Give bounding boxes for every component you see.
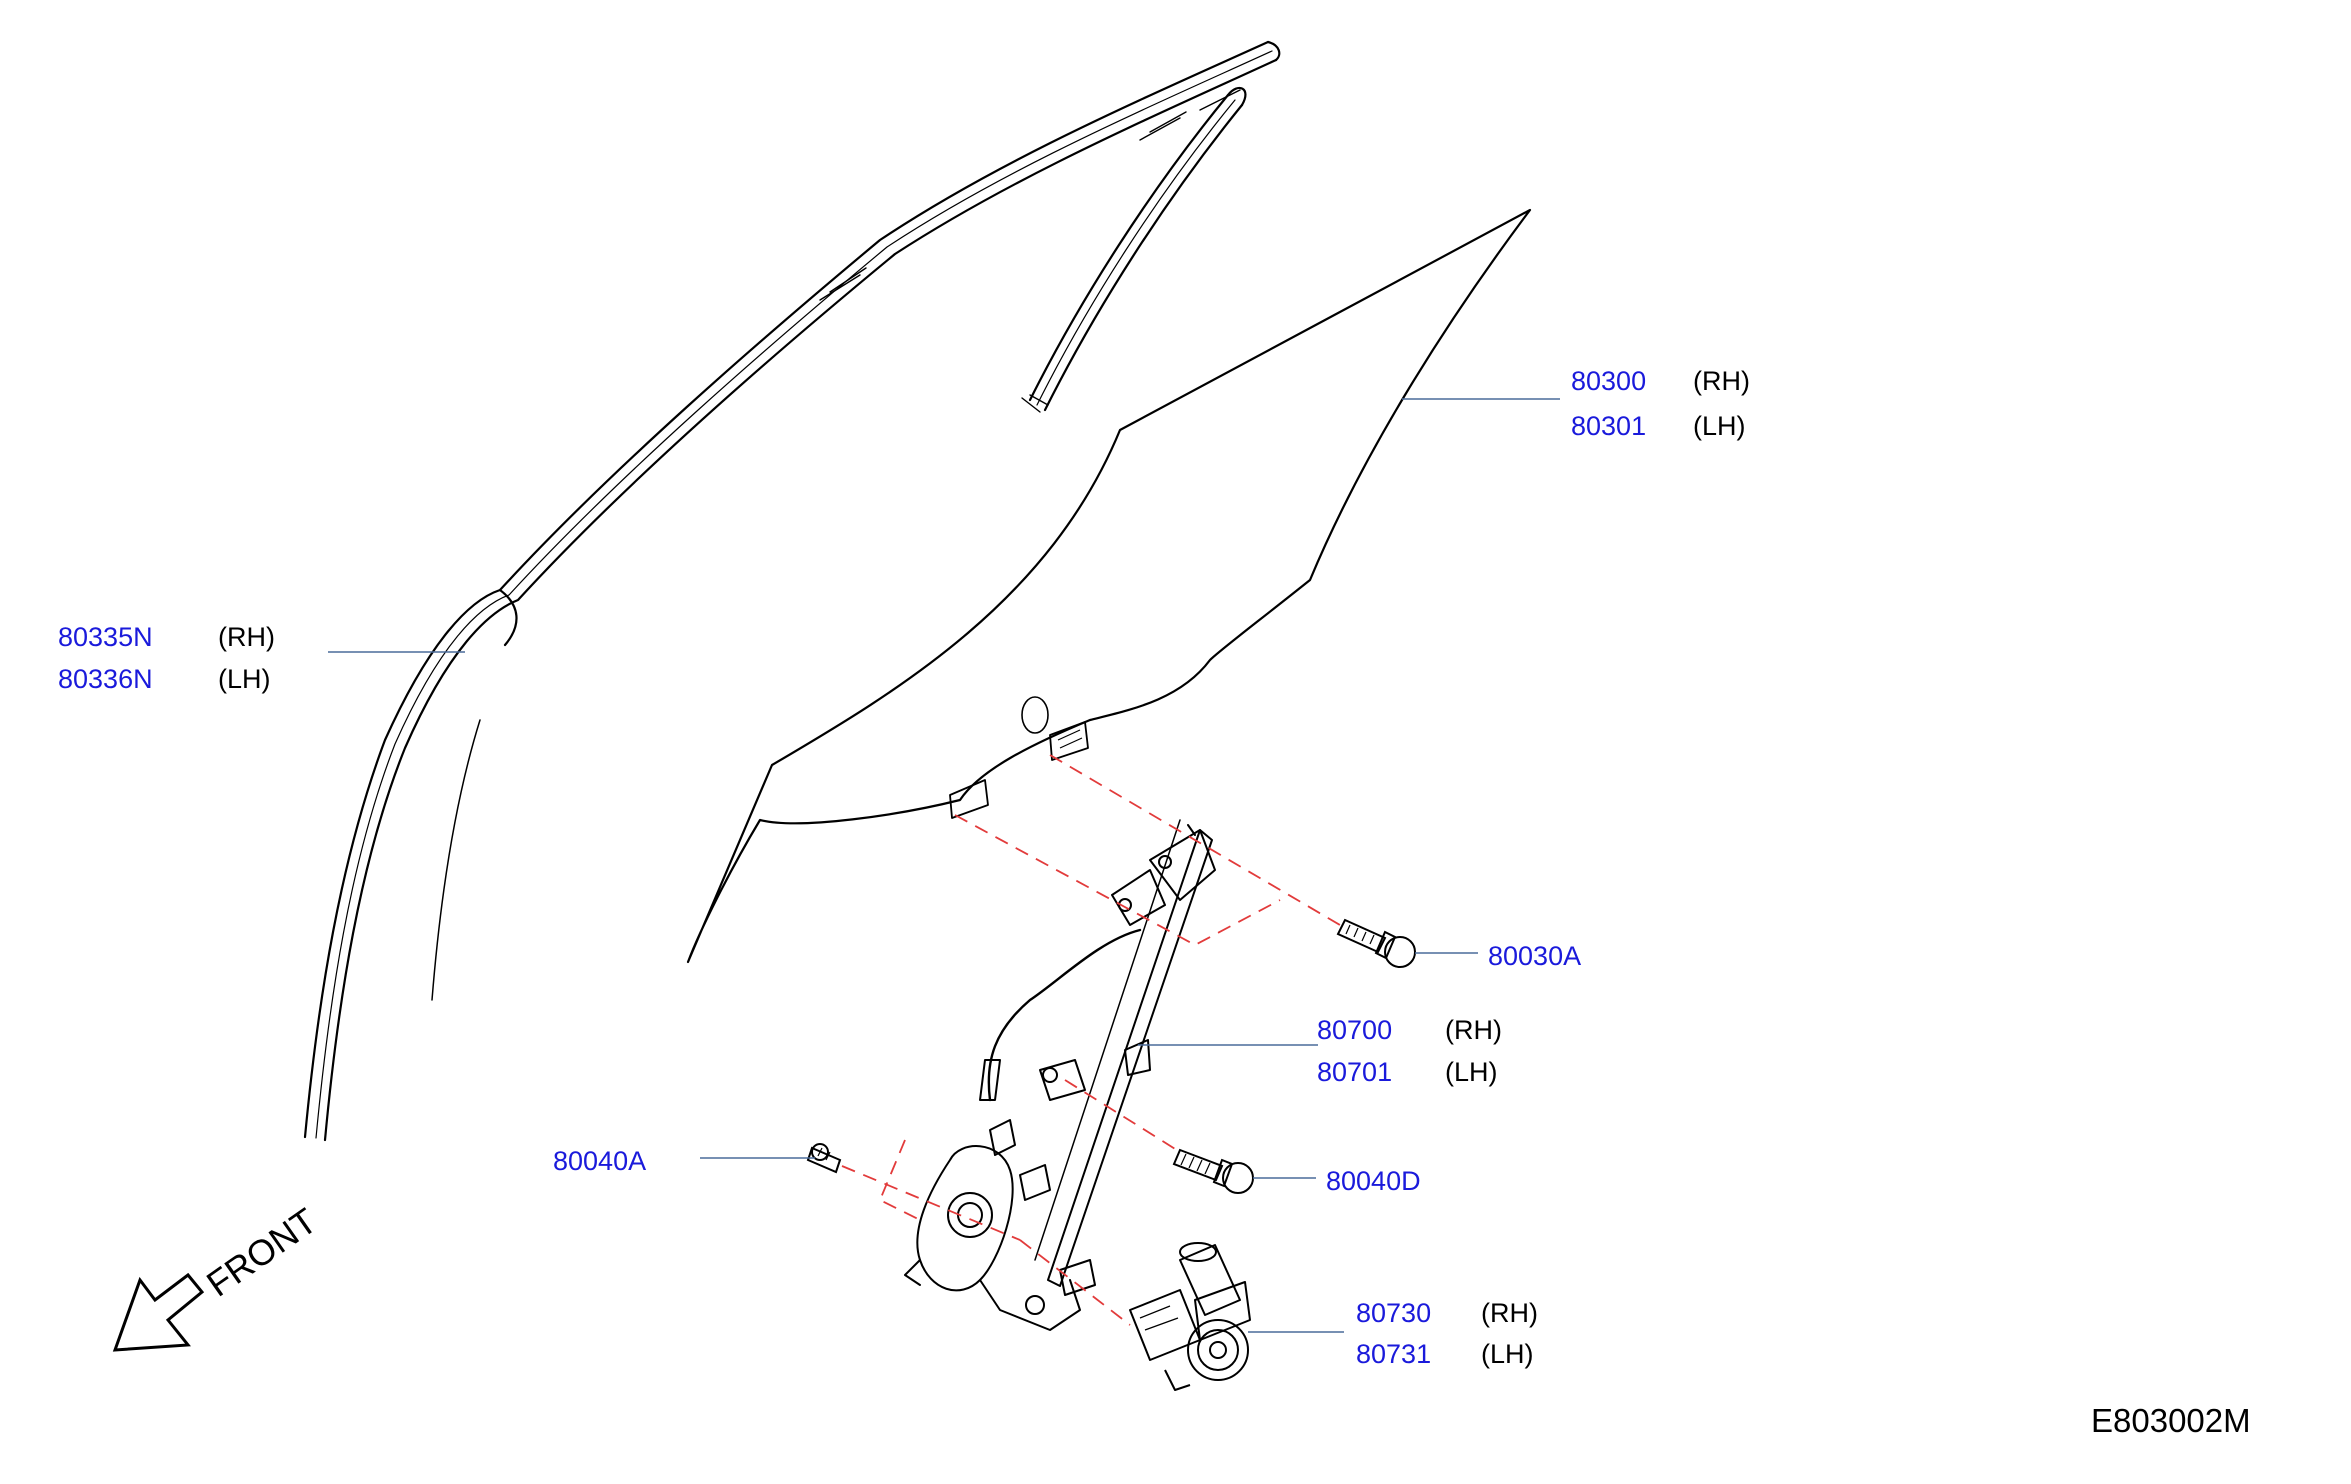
leader-lines xyxy=(328,398,1560,1333)
motor-side-lh: (LH) xyxy=(1481,1339,1534,1369)
door-sash-channel xyxy=(303,40,1281,1142)
front-label: FRONT xyxy=(199,1200,324,1305)
bolt-80040d-part-number: 80040D xyxy=(1326,1166,1421,1196)
bolt-80040d xyxy=(1172,1148,1254,1194)
sash-part-number-rh: 80335N xyxy=(58,622,153,652)
sash-side-lh: (LH) xyxy=(218,664,271,694)
bolt-80030a-part-number: 80030A xyxy=(1488,941,1582,971)
installation-dashed-lines xyxy=(841,754,1341,1326)
glass-side-lh: (LH) xyxy=(1693,411,1746,441)
door-glass xyxy=(686,208,1532,964)
regulator-part-number-rh: 80700 xyxy=(1317,1015,1393,1045)
sash-side-rh: (RH) xyxy=(218,622,275,652)
glass-part-number-rh: 80300 xyxy=(1571,366,1647,396)
front-arrow-icon xyxy=(112,1272,205,1352)
bolt-80040a xyxy=(806,1143,842,1174)
regulator-motor xyxy=(1129,1242,1251,1391)
motor-part-number-rh: 80730 xyxy=(1356,1298,1432,1328)
glass-part-number-lh: 80301 xyxy=(1571,411,1647,441)
regulator-part-number-lh: 80701 xyxy=(1317,1057,1393,1087)
bolt-80030a xyxy=(1336,918,1416,968)
regulator-side-lh: (LH) xyxy=(1445,1057,1498,1087)
diagram-code: E803002M xyxy=(2091,1402,2251,1439)
bolt-80040a-part-number: 80040A xyxy=(553,1146,647,1176)
glass-side-rh: (RH) xyxy=(1693,366,1750,396)
sash-part-number-lh: 80336N xyxy=(58,664,153,694)
motor-side-rh: (RH) xyxy=(1481,1298,1538,1328)
window-regulator xyxy=(904,819,1216,1331)
regulator-side-rh: (RH) xyxy=(1445,1015,1502,1045)
motor-part-number-lh: 80731 xyxy=(1356,1339,1432,1369)
